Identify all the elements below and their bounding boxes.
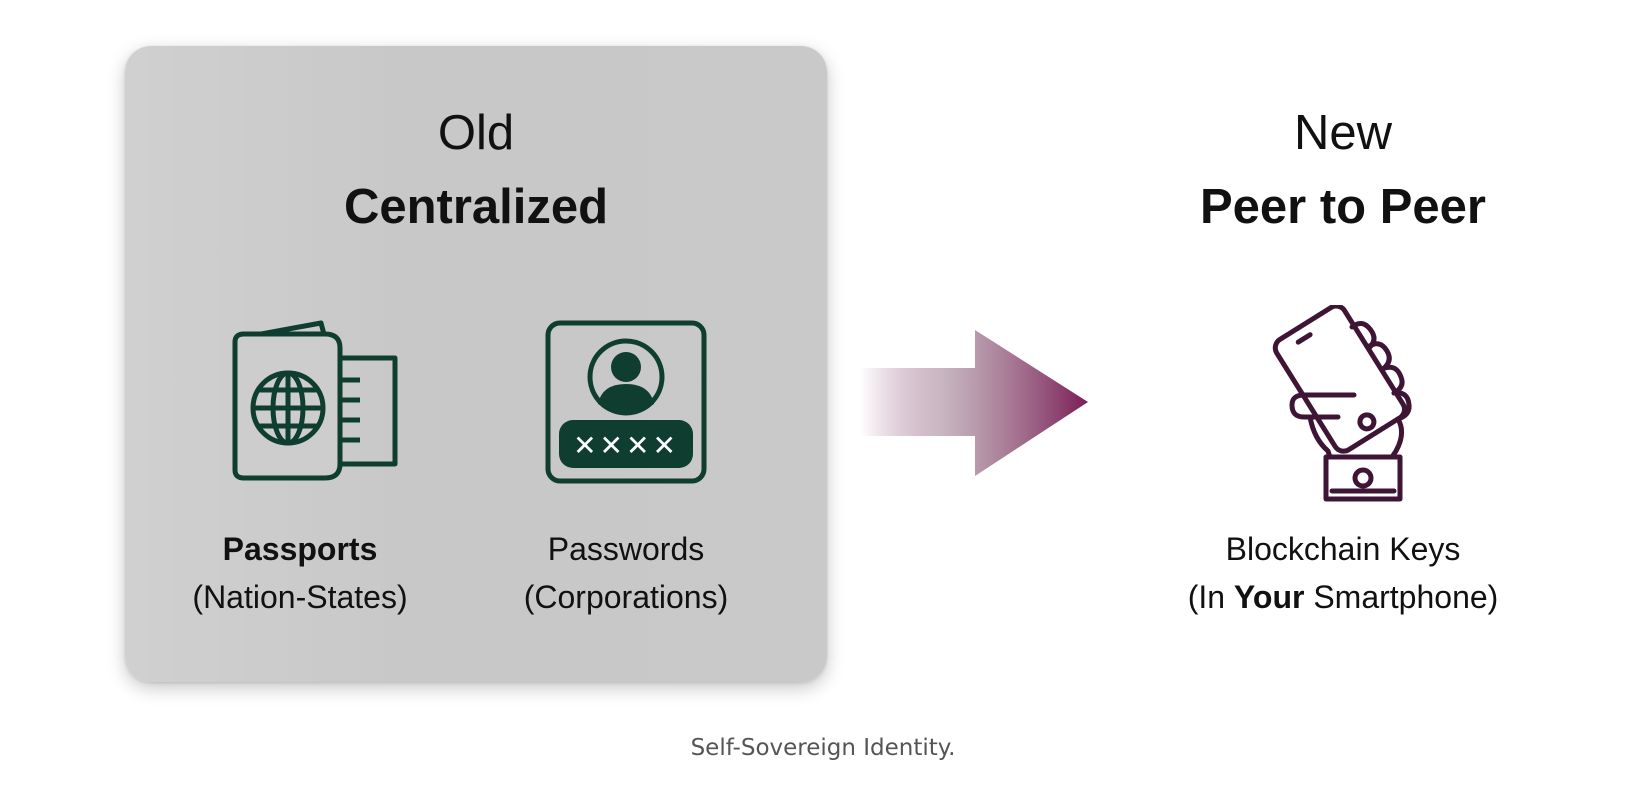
subtitle-emphasis: Your bbox=[1233, 579, 1305, 615]
blockchain-keys-subtitle: (In Your Smartphone) bbox=[1163, 573, 1523, 621]
centralized-title: Centralized bbox=[343, 180, 609, 234]
subtitle-suffix: Smartphone) bbox=[1304, 579, 1499, 615]
peer-to-peer-title: Peer to Peer bbox=[1200, 180, 1486, 234]
passwords-label: Passwords (Corporations) bbox=[446, 525, 806, 621]
password-id-card-icon: ✕✕✕✕ bbox=[545, 320, 707, 484]
passports-title: Passports bbox=[222, 531, 378, 567]
passport-icon bbox=[230, 318, 410, 488]
passports-subtitle: (Nation-States) bbox=[192, 579, 408, 615]
passports-label: Passports (Nation-States) bbox=[120, 525, 480, 621]
password-mask: ✕✕✕✕ bbox=[573, 429, 679, 462]
new-heading: New bbox=[1293, 106, 1393, 160]
blockchain-keys-label: Blockchain Keys (In Your Smartphone) bbox=[1163, 525, 1523, 621]
blockchain-keys-title: Blockchain Keys bbox=[1225, 531, 1461, 567]
right-arrow-icon bbox=[860, 330, 1090, 476]
subtitle-prefix: (In bbox=[1187, 579, 1234, 615]
figure-caption: Self-Sovereign Identity. bbox=[690, 735, 956, 761]
hand-holding-smartphone-icon bbox=[1270, 303, 1430, 503]
old-heading: Old bbox=[437, 106, 515, 160]
passwords-subtitle: (Corporations) bbox=[523, 579, 729, 615]
passwords-title: Passwords bbox=[547, 531, 705, 567]
